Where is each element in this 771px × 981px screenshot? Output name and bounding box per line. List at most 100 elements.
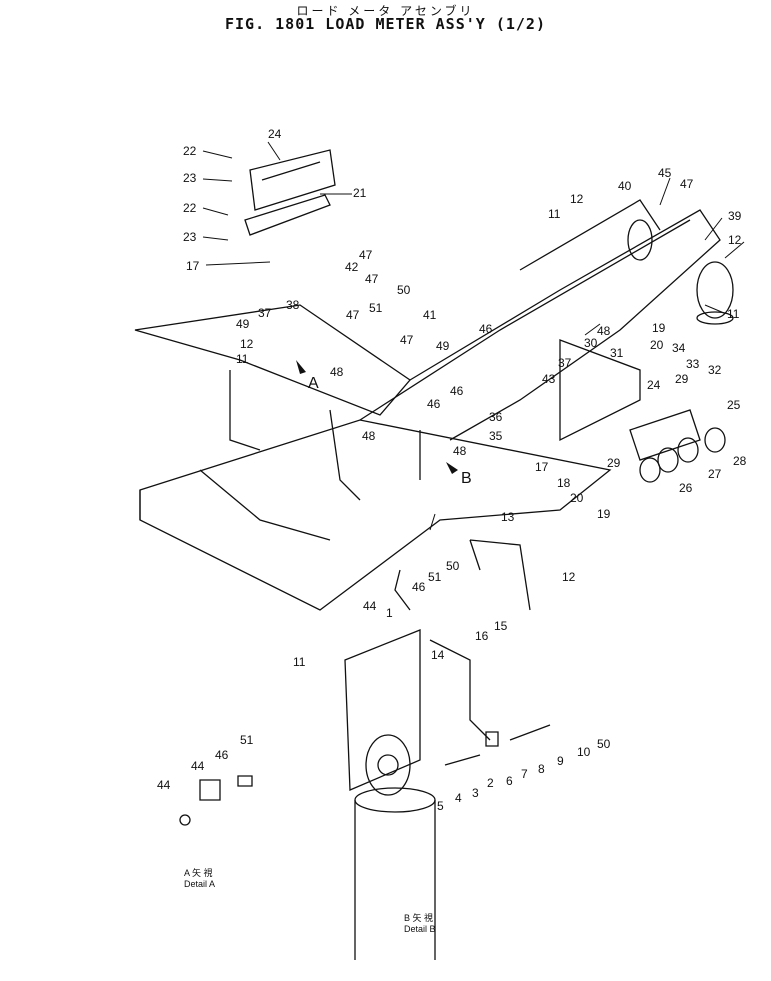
callout-number: 44 — [157, 778, 171, 792]
arrow-a-icon — [296, 360, 306, 374]
callout-number: 16 — [475, 629, 489, 643]
figure-title: FIG. 1801 LOAD METER ASS'Y (1/2) — [225, 15, 546, 33]
callout-number: 31 — [610, 346, 624, 360]
callout-number: 39 — [728, 209, 742, 223]
machine-frame-outline — [135, 150, 733, 960]
callout-number: 7 — [521, 767, 528, 781]
callout-number: 41 — [423, 308, 437, 322]
callout-number: 1 — [386, 606, 393, 620]
detail-labels: A 矢 視 Detail A B 矢 視 Detail B — [184, 867, 436, 934]
callout-number: 28 — [733, 454, 747, 468]
callout-number: 46 — [479, 322, 493, 336]
callout-number: 18 — [557, 476, 571, 490]
callout-number: 19 — [652, 321, 666, 335]
callout-number: 15 — [494, 619, 508, 633]
callout-number: 17 — [535, 460, 549, 474]
callout-number: 46 — [427, 397, 441, 411]
callout-number: 34 — [672, 341, 686, 355]
callout-number: 47 — [365, 272, 379, 286]
callout-number: 48 — [362, 429, 376, 443]
view-letter-a: A — [308, 375, 319, 392]
callout-number: 25 — [727, 398, 741, 412]
detail-a-mark: A 矢 視 — [184, 867, 213, 878]
callout-number: 3 — [472, 786, 479, 800]
callout-number: 49 — [436, 339, 450, 353]
callout-number: 23 — [183, 171, 197, 185]
callout-number: 9 — [557, 754, 564, 768]
callout-number: 30 — [584, 336, 598, 350]
callout-number: 48 — [453, 444, 467, 458]
callout-number: 46 — [412, 580, 426, 594]
callout-number: 22 — [183, 144, 197, 158]
callout-number: 8 — [538, 762, 545, 776]
callout-number: 50 — [597, 737, 611, 751]
figure-title-japanese: ロード メータ アセンブリ — [296, 4, 475, 18]
callout-number: 45 — [658, 166, 672, 180]
callout-number: 44 — [191, 759, 205, 773]
callout-number: 50 — [446, 559, 460, 573]
callout-number: 37 — [558, 356, 572, 370]
callout-number: 11 — [548, 207, 561, 221]
callout-number: 12 — [562, 570, 576, 584]
callout-number: 17 — [186, 259, 200, 273]
callout-number: 42 — [345, 260, 359, 274]
view-letters: A B — [296, 360, 472, 487]
callout-number: 32 — [708, 363, 722, 377]
callout-number: 37 — [258, 306, 272, 320]
callout-number: 10 — [577, 745, 591, 759]
callout-number: 23 — [183, 230, 197, 244]
callout-number: 51 — [428, 570, 442, 584]
callout-number: 2 — [487, 776, 494, 790]
callout-number: 38 — [286, 298, 300, 312]
callout-number: 24 — [647, 378, 661, 392]
callout-number: 26 — [679, 481, 693, 495]
callout-number: 27 — [708, 467, 722, 481]
detail-b-mark: B 矢 視 — [404, 912, 433, 923]
callout-number: 48 — [330, 365, 344, 379]
callout-labels: 24 22 23 21 22 23 17 47 42 47 50 51 38 3… — [157, 127, 747, 813]
detail-a-label: Detail A — [184, 879, 215, 889]
callout-number: 46 — [215, 748, 229, 762]
callout-number: 47 — [680, 177, 694, 191]
detail-b-label: Detail B — [404, 924, 436, 934]
callout-number: 11 — [293, 655, 306, 669]
callout-number: 5 — [437, 799, 444, 813]
arrow-b-icon — [446, 462, 458, 474]
callout-number: 20 — [570, 491, 584, 505]
callout-number: 14 — [431, 648, 445, 662]
callout-number: 11 — [236, 352, 249, 366]
callout-number: 12 — [570, 192, 584, 206]
callout-number: 36 — [489, 410, 503, 424]
callout-number: 21 — [353, 186, 367, 200]
callout-number: 6 — [506, 774, 513, 788]
callout-number: 29 — [607, 456, 621, 470]
callout-number: 29 — [675, 372, 689, 386]
callout-number: 49 — [236, 317, 250, 331]
callout-number: 47 — [346, 308, 360, 322]
callout-number: 51 — [369, 301, 383, 315]
leader-lines — [203, 142, 744, 530]
callout-number: 46 — [450, 384, 464, 398]
callout-number: 20 — [650, 338, 664, 352]
callout-number: 12 — [728, 233, 742, 247]
callout-number: 11 — [727, 307, 740, 321]
callout-number: 51 — [240, 733, 254, 747]
callout-number: 33 — [686, 357, 700, 371]
callout-number: 19 — [597, 507, 611, 521]
callout-number: 44 — [363, 599, 377, 613]
callout-number: 48 — [597, 324, 611, 338]
callout-number: 12 — [240, 337, 254, 351]
callout-number: 43 — [542, 372, 556, 386]
callout-number: 35 — [489, 429, 503, 443]
callout-number: 47 — [359, 248, 373, 262]
callout-number: 22 — [183, 201, 197, 215]
callout-number: 50 — [397, 283, 411, 297]
callout-number: 13 — [501, 510, 515, 524]
callout-number: 47 — [400, 333, 414, 347]
view-letter-b: B — [461, 470, 472, 487]
callout-number: 4 — [455, 791, 462, 805]
callout-number: 24 — [268, 127, 282, 141]
callout-number: 40 — [618, 179, 632, 193]
